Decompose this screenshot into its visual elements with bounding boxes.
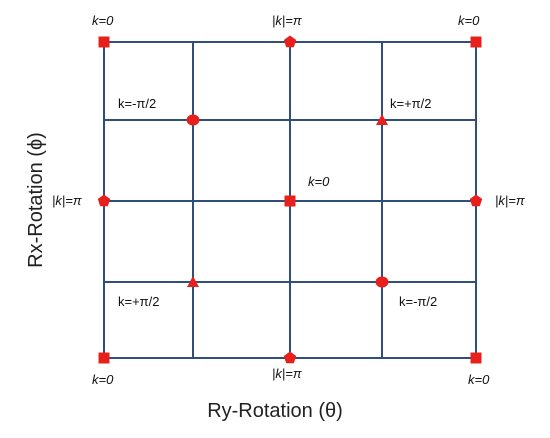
label-mid-left: |k|=π (52, 193, 82, 208)
label-lower-left: k=+π/2 (118, 294, 160, 309)
label-upper-right: k=+π/2 (390, 96, 432, 111)
triangle-marker (187, 276, 199, 287)
pentagon-marker (97, 194, 111, 207)
square-marker (98, 36, 110, 48)
label-top-center: |k|=π (272, 13, 302, 28)
triangle-marker (376, 114, 388, 125)
label-mid-right: |k|=π (495, 193, 525, 208)
square-marker (284, 195, 296, 207)
label-center: k=0 (308, 174, 330, 189)
pentagon-marker (469, 194, 483, 207)
label-upper-left: k=-π/2 (118, 96, 157, 111)
label-top-left: k=0 (92, 13, 114, 28)
pentagon-marker (283, 35, 297, 48)
label-bottom-left: k=0 (92, 372, 114, 387)
label-bottom-right: k=0 (468, 372, 490, 387)
pentagon-marker (283, 351, 297, 364)
y-axis-label: Rx-Rotation (ϕ) (25, 132, 47, 268)
circle-marker (186, 114, 200, 126)
square-marker (98, 352, 110, 364)
circle-marker (375, 276, 389, 288)
label-lower-right: k=-π/2 (399, 294, 438, 309)
square-marker (470, 36, 482, 48)
x-axis-label: Ry-Rotation (θ) (207, 400, 343, 422)
square-marker (470, 352, 482, 364)
label-top-right: k=0 (458, 13, 480, 28)
label-bottom-center: |k|=π (272, 366, 302, 381)
